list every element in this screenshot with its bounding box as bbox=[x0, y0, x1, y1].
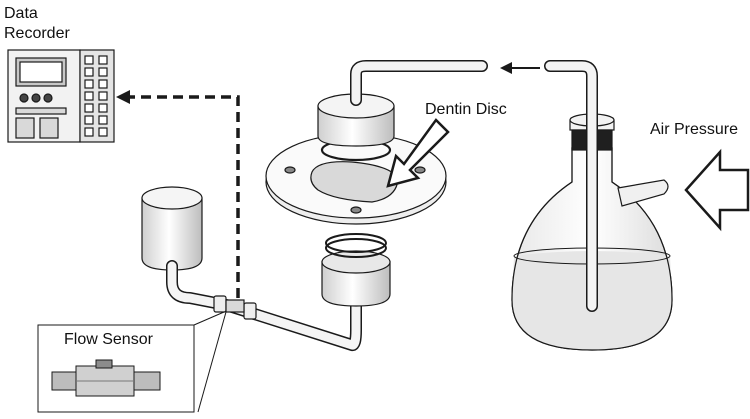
flow-sensor-inset bbox=[37, 324, 195, 413]
label-dentin-disc: Dentin Disc bbox=[425, 101, 507, 118]
fluid-reservoir bbox=[141, 186, 203, 271]
air-pressure-arrow bbox=[684, 148, 750, 232]
flow-sensor-coupling bbox=[213, 295, 257, 320]
label-air-pressure: Air Pressure bbox=[650, 121, 739, 138]
dip-tube bbox=[544, 60, 598, 312]
signal-arrowhead bbox=[116, 90, 130, 104]
air-inlet-port bbox=[617, 179, 669, 207]
label-flow-sensor: Flow Sensor bbox=[64, 331, 153, 348]
lower-cap bbox=[321, 233, 391, 307]
signal-cable-dashed bbox=[116, 90, 240, 298]
flow-direction-arrow bbox=[500, 62, 540, 74]
data-recorder-device bbox=[7, 49, 115, 143]
dentin-disc-pointer-arrow bbox=[386, 118, 450, 188]
label-data-recorder-line1: Data bbox=[4, 5, 38, 22]
outlet-tube bbox=[350, 60, 488, 106]
inset-callout-lines bbox=[193, 311, 227, 413]
label-data-recorder-line2: Recorder bbox=[4, 25, 70, 42]
flow-sensor-icon bbox=[51, 359, 161, 397]
